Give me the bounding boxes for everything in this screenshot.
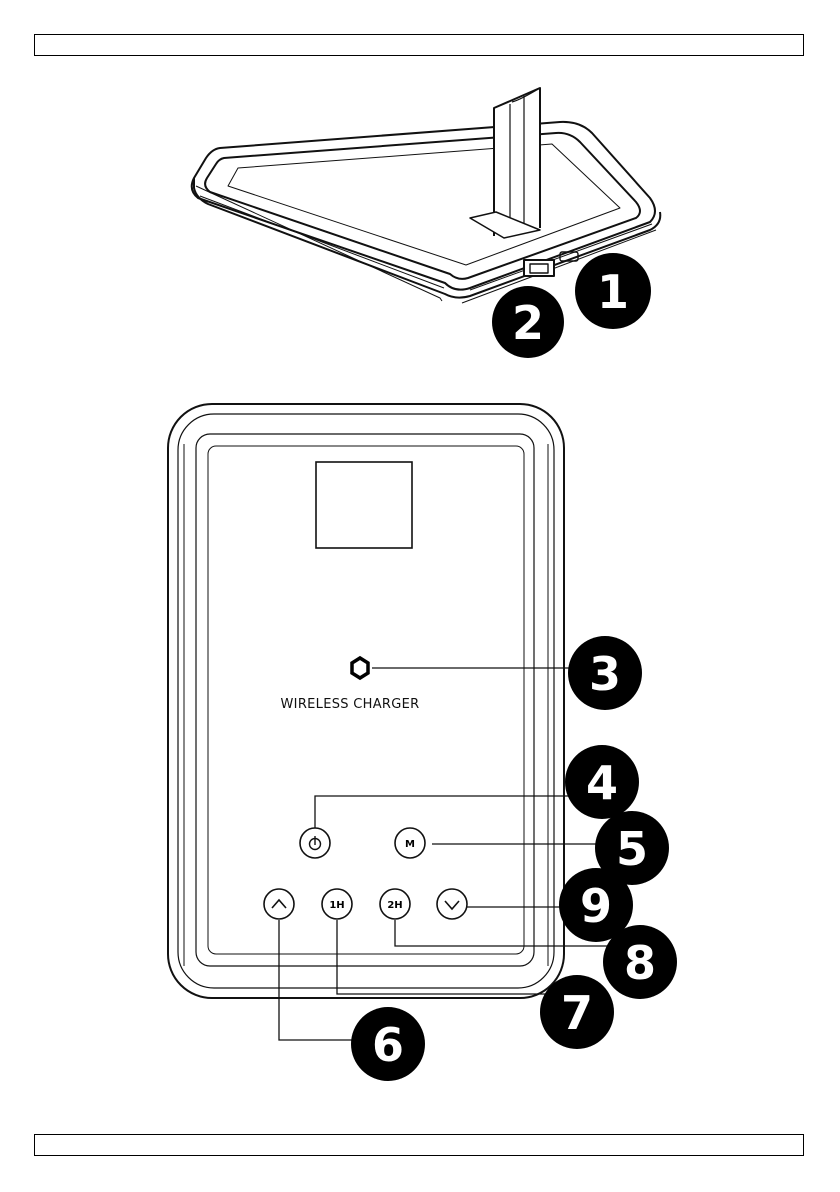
callout-8-badge: 8 [603, 925, 677, 999]
callout-8-number: 8 [624, 936, 656, 990]
callout-2-number: 2 [512, 296, 544, 350]
callout-7-badge: 7 [540, 975, 614, 1049]
down-button[interactable] [437, 889, 467, 919]
two-hour-button[interactable]: 2H [380, 889, 410, 919]
hexagon-icon [352, 658, 368, 678]
two-hour-button-label: 2H [387, 900, 402, 911]
callout-4-number: 4 [586, 756, 618, 810]
mode-button-label: M [405, 839, 415, 850]
mode-button[interactable]: M [395, 828, 425, 858]
footer-frame-bar [34, 1134, 804, 1156]
callout-2-badge: 2 [492, 286, 564, 358]
callout-7-number: 7 [561, 986, 593, 1040]
callout-5-number: 5 [616, 822, 648, 876]
callout-9-number: 9 [580, 879, 612, 933]
callout-6-badge: 6 [351, 1007, 425, 1081]
callout-1-badge: 1 [575, 253, 651, 329]
callout-1-number: 1 [597, 265, 629, 319]
callout-3-number: 3 [589, 647, 621, 701]
callout-3-badge: 3 [568, 636, 642, 710]
brand-label: WIRELESS CHARGER [281, 697, 420, 712]
one-hour-button-label: 1H [329, 900, 344, 911]
one-hour-button[interactable]: 1H [322, 889, 352, 919]
up-button[interactable] [264, 889, 294, 919]
callout-6-number: 6 [372, 1018, 404, 1072]
power-button[interactable] [300, 828, 330, 858]
callout-4-badge: 4 [565, 745, 639, 819]
